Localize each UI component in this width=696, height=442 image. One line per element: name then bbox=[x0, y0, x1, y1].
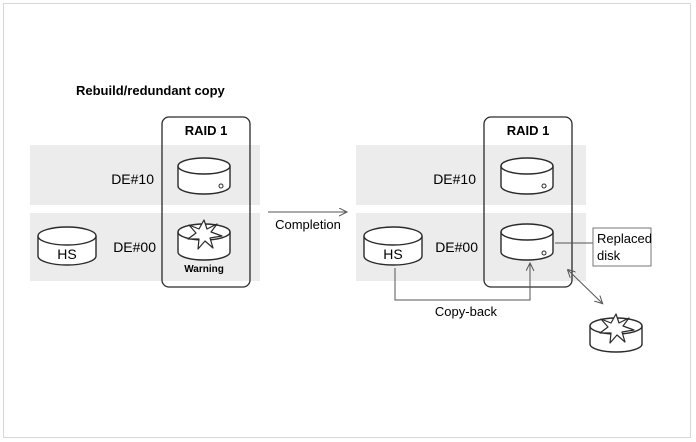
right-de10-label: DE#10 bbox=[433, 171, 476, 187]
replaced-disk-icon bbox=[500, 223, 554, 261]
right-raid-label: RAID 1 bbox=[507, 123, 550, 138]
right-de00-label: DE#00 bbox=[435, 239, 478, 255]
completion-label: Completion bbox=[275, 217, 341, 232]
right-raid-group-box bbox=[483, 116, 573, 288]
right-panel: RAID 1 DE#10 DE#00 Replaced disk HS Copy… bbox=[356, 116, 652, 353]
swap-arrow bbox=[568, 270, 602, 303]
replaced-disk-callout bbox=[592, 227, 652, 267]
copy-back-label: Copy-back bbox=[435, 304, 498, 319]
left-raid-group-box bbox=[161, 116, 251, 288]
replaced-label-line2: disk bbox=[597, 248, 621, 263]
hot-spare-disk-icon bbox=[363, 226, 423, 266]
right-hs-label: HS bbox=[383, 246, 402, 262]
completion-transition: Completion bbox=[268, 212, 346, 232]
warning-label: Warning bbox=[184, 264, 224, 275]
left-de00-label: DE#00 bbox=[113, 239, 156, 255]
left-raid-label: RAID 1 bbox=[185, 123, 228, 138]
left-hs-label: HS bbox=[57, 246, 76, 262]
failed-disk-icon bbox=[177, 219, 231, 261]
disk-icon bbox=[177, 157, 231, 195]
disk-icon bbox=[500, 157, 554, 195]
left-de10-label: DE#10 bbox=[111, 171, 154, 187]
copy-back-arrow bbox=[394, 264, 530, 301]
hot-spare-disk-icon bbox=[37, 226, 97, 266]
replaced-label-line1: Replaced bbox=[597, 231, 652, 246]
diagram-title: Rebuild/redundant copy bbox=[76, 83, 226, 98]
removed-failed-disk-icon bbox=[589, 313, 643, 353]
left-panel: RAID 1 DE#10 DE#00 Warning HS bbox=[30, 116, 260, 288]
